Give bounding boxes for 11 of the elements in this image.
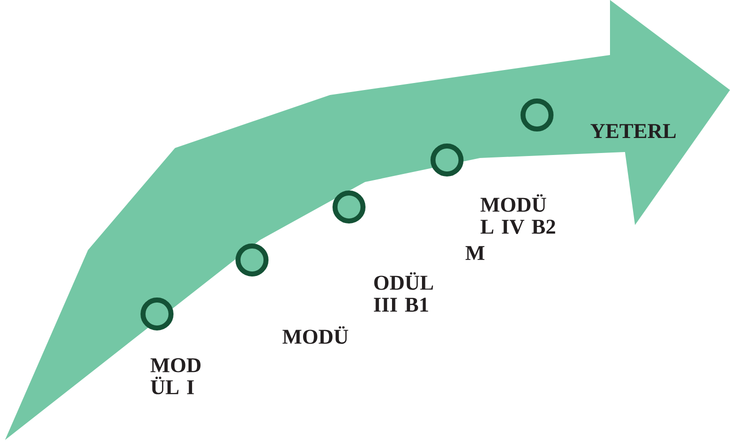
module-label: MOD ÜL I	[150, 358, 201, 394]
module-label: MODÜ L IV B2	[480, 194, 556, 234]
module-label: ODÜL III B1	[374, 272, 433, 312]
module-label: M	[466, 246, 484, 260]
module-label: MODÜ	[282, 326, 348, 344]
milestone-circle	[236, 243, 268, 276]
milestone-circle	[140, 298, 174, 330]
module-label: YETERL	[590, 124, 676, 138]
milestone-circle	[430, 143, 464, 176]
milestone-circle	[520, 98, 554, 132]
milestone-circle	[332, 190, 366, 224]
